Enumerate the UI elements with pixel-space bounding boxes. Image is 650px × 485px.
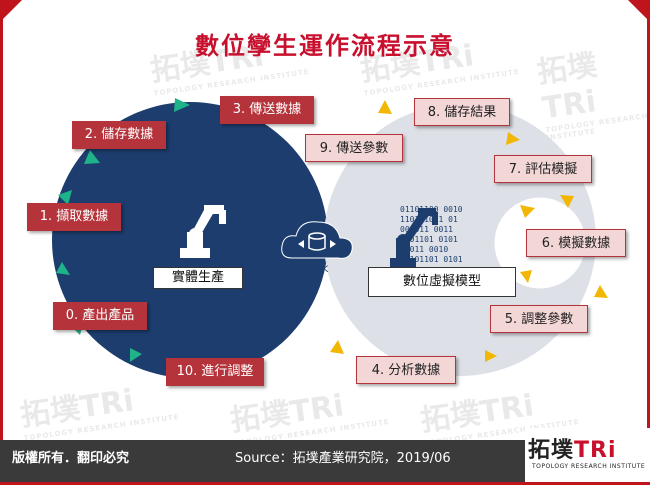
source-text: Source：拓墣產業研究院，2019/06	[235, 451, 451, 466]
binary-line: 01101100 0010	[400, 205, 463, 214]
binary-line: 1101 1011 01	[400, 215, 458, 224]
robot-arm-icon	[180, 205, 226, 258]
cloud-icon	[281, 221, 353, 259]
green-arrow-icon	[84, 150, 100, 164]
yellow-arrow-icon	[506, 132, 520, 145]
green-arrow-icon	[130, 348, 142, 362]
yellow-arrow-icon	[594, 285, 608, 298]
step-6-simulate-data: 6. 模擬數據	[526, 229, 626, 257]
step-8-store-result: 8. 儲存結果	[414, 98, 510, 126]
yellow-arrow-icon	[330, 340, 344, 354]
green-arrow-icon	[58, 190, 72, 205]
binary-line: 01011 0010	[400, 245, 448, 254]
bottom-accent-bar	[0, 482, 650, 485]
binary-line: 0101101 0101	[400, 235, 458, 244]
step-7-evaluate-sim: 7. 評估模擬	[494, 155, 592, 183]
step-5-adjust-params: 5. 調整參數	[490, 305, 588, 333]
frame-left	[0, 0, 3, 485]
yellow-arrow-icon	[520, 270, 532, 283]
step-9-send-params: 9. 傳送參數	[305, 134, 403, 162]
step-2-store-data: 2. 儲存數據	[72, 121, 166, 149]
page-title: 數位孿生運作流程示意	[195, 31, 455, 60]
yellow-arrow-icon	[520, 205, 535, 218]
green-arrow-icon	[56, 262, 70, 275]
yellow-arrow-icon	[378, 100, 392, 114]
brand-logo: 拓墣TRi	[528, 438, 617, 463]
binary-line: 001011 0011	[400, 225, 453, 234]
step-4-analyze-data: 4. 分析數據	[356, 356, 456, 384]
digital-model-label: 數位虛擬模型	[368, 267, 516, 297]
binary-line: 10101101 0101	[400, 255, 463, 264]
physical-production-label: 實體生產	[153, 267, 243, 289]
step-3-send-data: 3. 傳送數據	[220, 96, 314, 124]
yellow-arrow-icon	[560, 195, 574, 208]
corner-decoration-right	[628, 0, 650, 22]
brand-logo-subtitle: TOPOLOGY RESEARCH INSTITUTE	[532, 463, 646, 470]
step-10-adjust: 10. 進行調整	[166, 358, 264, 386]
green-arrow-icon	[174, 98, 190, 112]
robot-arm-icon	[390, 208, 438, 267]
copyright-text: 版權所有．翻印必究	[12, 451, 130, 466]
cloud-label: LINK	[308, 265, 329, 275]
step-0-produce-product: 0. 產出產品	[53, 302, 147, 330]
corner-decoration-left	[0, 0, 22, 22]
logo-area	[525, 428, 650, 485]
frame-right	[647, 0, 650, 485]
binary-data: 01101100 0010 1101 1011 01 001011 0011 0…	[400, 205, 463, 264]
yellow-arrow-icon	[485, 350, 497, 362]
step-1-capture-data: 1. 擷取數據	[27, 203, 121, 231]
